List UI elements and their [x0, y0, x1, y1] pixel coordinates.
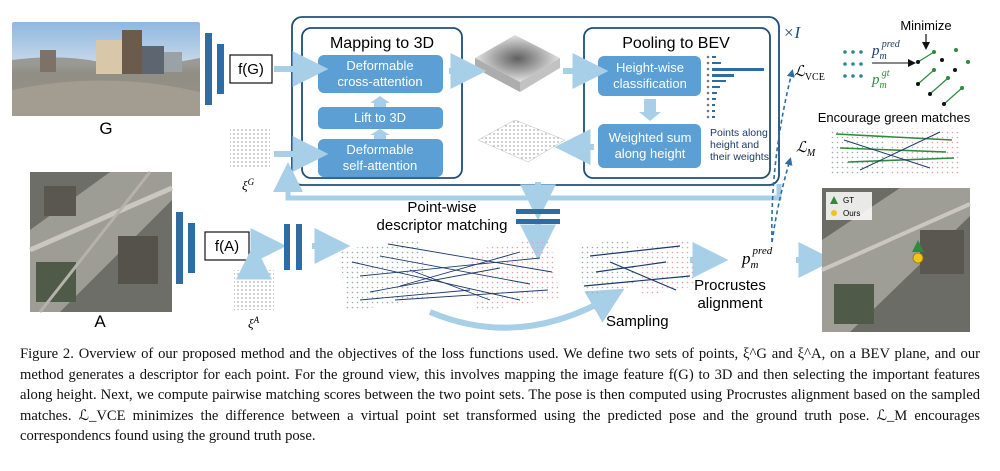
sampling-arrow — [428, 288, 625, 331]
sampled-matches — [578, 238, 696, 296]
result-aerial-image — [821, 188, 971, 332]
self-attention-block — [318, 139, 443, 177]
ground-panorama-image — [12, 22, 200, 116]
green-matches-visual — [830, 128, 960, 174]
vce-gt-label: pmgt — [871, 68, 890, 91]
loss-m-label: ℒM — [796, 140, 816, 159]
pose-pred-label: pmpred — [741, 245, 773, 271]
bev-plane-visual — [477, 119, 566, 163]
xi-ground-point-grid — [230, 128, 270, 168]
mapping-title: Mapping to 3D — [330, 35, 434, 52]
lift-block — [318, 107, 443, 129]
ours-marker-icon — [831, 210, 837, 216]
points-note-line1: Points along — [710, 127, 768, 139]
method-diagram: G A f(G) f(A) ξG ξA ×I Mapping to 3D Def… — [12, 16, 971, 332]
matching-title-line1: Point-wise — [407, 199, 476, 216]
figure-caption: Figure 2. Overview of our proposed metho… — [20, 344, 980, 447]
virtual-point-dots — [843, 50, 863, 78]
ground-feature-label: f(G) — [238, 61, 264, 78]
aerial-feature-bars — [284, 224, 302, 270]
cross-attention-line1: Deformable — [346, 58, 413, 73]
vce-pred-label: pmpred — [871, 39, 901, 62]
vce-point-pairs — [916, 48, 970, 106]
legend-ours: Ours — [843, 209, 860, 218]
points-note-line3: their weights — [710, 151, 769, 163]
pooling-title: Pooling to BEV — [622, 35, 730, 52]
height-class-line2: classification — [613, 76, 687, 91]
matching-title-line2: descriptor matching — [377, 217, 508, 234]
height-class-line1: Height-wise — [616, 60, 684, 75]
loss-vce-label: ℒVCE — [794, 64, 825, 83]
caption-text: Figure 2. Overview of our proposed metho… — [20, 346, 980, 444]
xi-aerial-point-grid — [234, 270, 274, 310]
height-weight-bars — [706, 55, 764, 119]
minimize-label: Minimize — [900, 18, 951, 33]
encourage-label: Encourage green matches — [818, 110, 971, 125]
repeat-label: ×I — [783, 23, 801, 42]
ours-position-icon — [912, 252, 924, 264]
cross-attention-block — [318, 55, 443, 93]
sampling-label: Sampling — [606, 313, 669, 330]
aerial-image — [28, 171, 174, 313]
cross-attention-line2: cross-attention — [337, 74, 422, 89]
mapping-internal-arrows — [370, 96, 390, 139]
points-note-line2: height and — [710, 139, 759, 151]
xi-aerial-label: ξA — [248, 315, 260, 331]
self-attention-line2: self-attention — [343, 158, 417, 173]
matching-point-sets — [340, 238, 560, 312]
flow-arrows — [236, 51, 835, 280]
feedback-arrow — [273, 161, 782, 201]
lift-label: Lift to 3D — [354, 110, 406, 125]
weighted-sum-line1: Weighted sum — [609, 130, 692, 145]
ground-label: G — [99, 119, 112, 138]
aerial-encoder-bars — [176, 212, 195, 284]
ground-feature-box — [229, 54, 273, 84]
pooling-down-arrow — [639, 99, 661, 121]
self-attention-line1: Deformable — [346, 142, 413, 157]
procrustes-line2: alignment — [697, 295, 763, 312]
legend-gt: GT — [843, 196, 854, 205]
procrustes-line1: Procrustes — [694, 277, 766, 294]
aerial-feature-label: f(A) — [215, 238, 239, 255]
xi-ground-label: ξG — [242, 177, 255, 193]
ground-descriptor-bars — [516, 209, 560, 224]
3d-volume-visual — [475, 35, 560, 92]
weighted-sum-line2: along height — [615, 146, 686, 161]
weighted-sum-block — [598, 124, 701, 168]
aerial-label: A — [94, 312, 106, 331]
height-class-block — [598, 56, 701, 96]
gt-marker-icon — [830, 196, 838, 204]
loss-arrows — [771, 69, 795, 243]
gt-position-icon — [912, 240, 924, 252]
ground-encoder-bars — [205, 33, 224, 105]
